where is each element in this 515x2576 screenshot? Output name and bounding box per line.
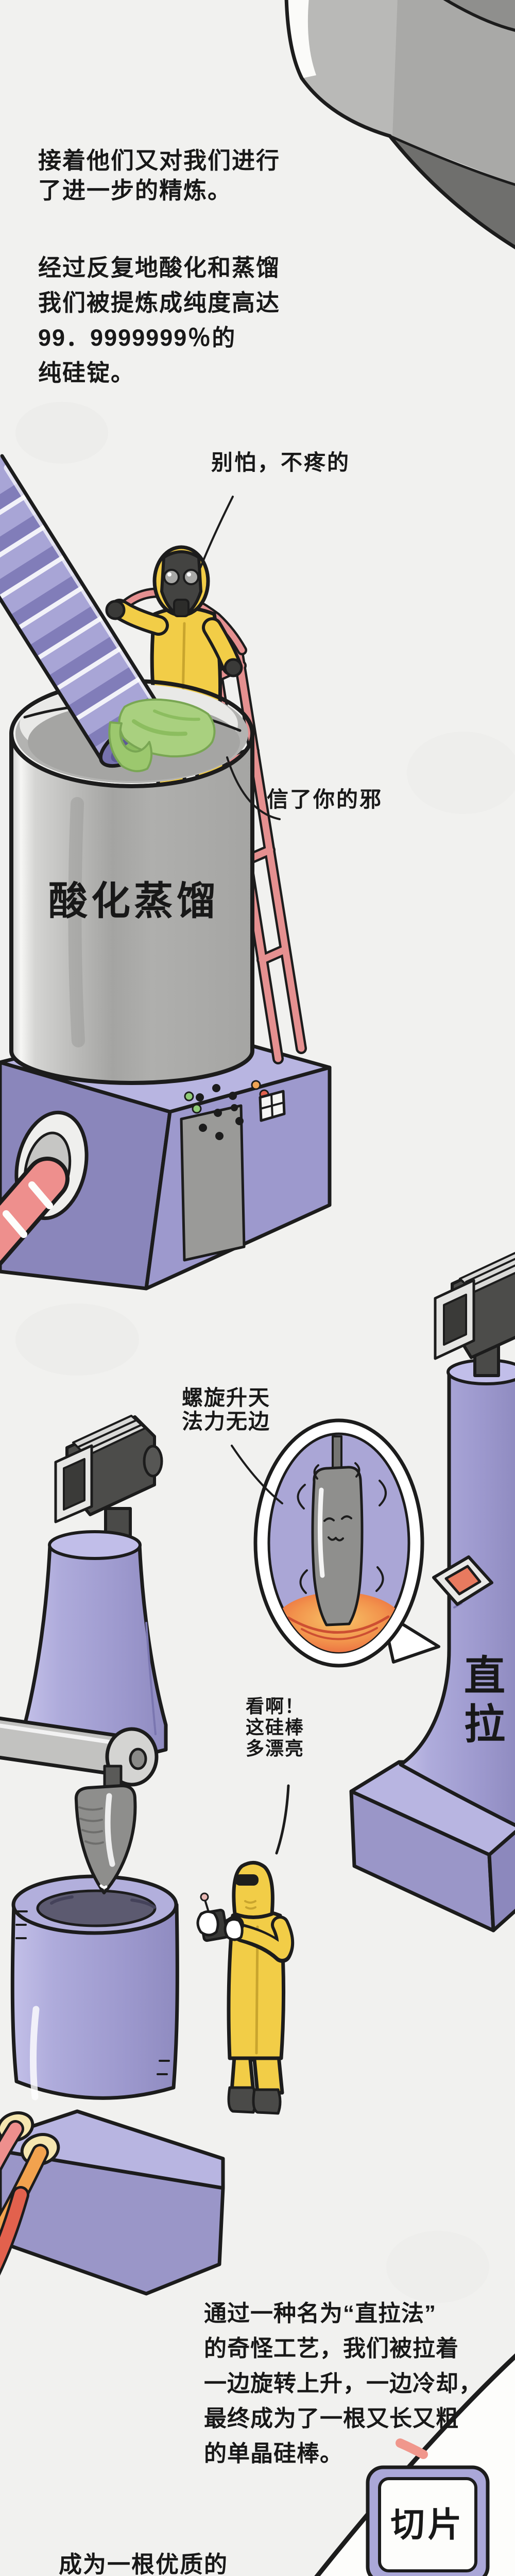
remote-control xyxy=(196,1892,244,1942)
inspection-window xyxy=(432,1555,493,1606)
worker-glove-left xyxy=(105,600,126,620)
seed-boule xyxy=(74,1765,137,1894)
crucible-pot xyxy=(10,1874,179,2100)
puller-label: 直拉 xyxy=(458,1654,504,1751)
paper-texture xyxy=(15,402,515,2303)
indicator-dots xyxy=(184,1080,269,1140)
base-screen xyxy=(180,1104,246,1262)
puller-base-right xyxy=(487,1829,515,1933)
slicing-scene xyxy=(314,2353,515,2576)
slice-sign xyxy=(366,2465,490,2576)
observer-visor xyxy=(235,1874,259,1886)
observer-boot-left xyxy=(227,2086,257,2114)
rotation-arcs xyxy=(297,1462,387,1594)
vent-window xyxy=(259,1090,286,1122)
acid-stream xyxy=(108,698,216,772)
mask-filter xyxy=(173,599,190,617)
observer-dialogue: 看啊！ 这硅棒 多漂亮 xyxy=(246,1696,305,1759)
observer-boot-right xyxy=(252,2088,282,2115)
gas-mask xyxy=(160,550,202,617)
acid-distillation-scene xyxy=(0,454,332,1291)
mask-eye-left xyxy=(163,569,180,585)
ingot-remnant xyxy=(284,0,515,249)
observer-worker xyxy=(196,1861,295,2115)
vat-label: 酸化蒸馏 xyxy=(48,879,219,923)
acid-vat xyxy=(9,732,254,1085)
observer-glove-right xyxy=(224,1918,244,1941)
sign-label: 切片 xyxy=(390,2505,465,2544)
direction-arrows xyxy=(396,2438,428,2459)
narration-2: 经过反复地酸化和蒸馏 我们被提炼成纯度高达 99．9999999％的 纯硅锭。 xyxy=(38,255,281,386)
narration-3: 通过一种名为“直拉法” 的奇怪工艺，我们被拉着 一边旋转上升，一边冷却， 最终成… xyxy=(204,2301,482,2466)
pointer-silicon-line xyxy=(226,756,281,820)
narration-4: 成为一根优质的 单晶硅棒后 xyxy=(59,2551,229,2576)
rotating-ingot xyxy=(311,1435,364,1626)
puller-left-crane xyxy=(0,1415,168,1787)
crucible-base xyxy=(0,2109,225,2296)
observer-glove-left xyxy=(196,1910,219,1937)
mask-eye-right xyxy=(183,569,199,585)
ingot-face xyxy=(323,1515,352,1522)
drain-port xyxy=(0,1110,89,1267)
pointer-worker-line xyxy=(199,496,234,569)
speech-bubble xyxy=(253,1418,440,1668)
camera-head-right xyxy=(434,1252,515,1377)
pointer-chant-line xyxy=(231,1445,283,1504)
czochralski-scene xyxy=(0,1252,515,2296)
worker-dialogue: 别怕，不疼的 xyxy=(211,450,351,474)
chant-text: 螺旋升天 法力无边 xyxy=(182,1386,270,1433)
pointer-observer-line xyxy=(275,1784,290,1855)
silicon-dialogue: 信了你的邪 xyxy=(267,787,383,811)
worker-glove-right xyxy=(224,658,243,677)
vat-machine-base xyxy=(0,1060,332,1291)
narration-1: 接着他们又对我们进行 了进一步的精炼。 xyxy=(38,147,281,204)
